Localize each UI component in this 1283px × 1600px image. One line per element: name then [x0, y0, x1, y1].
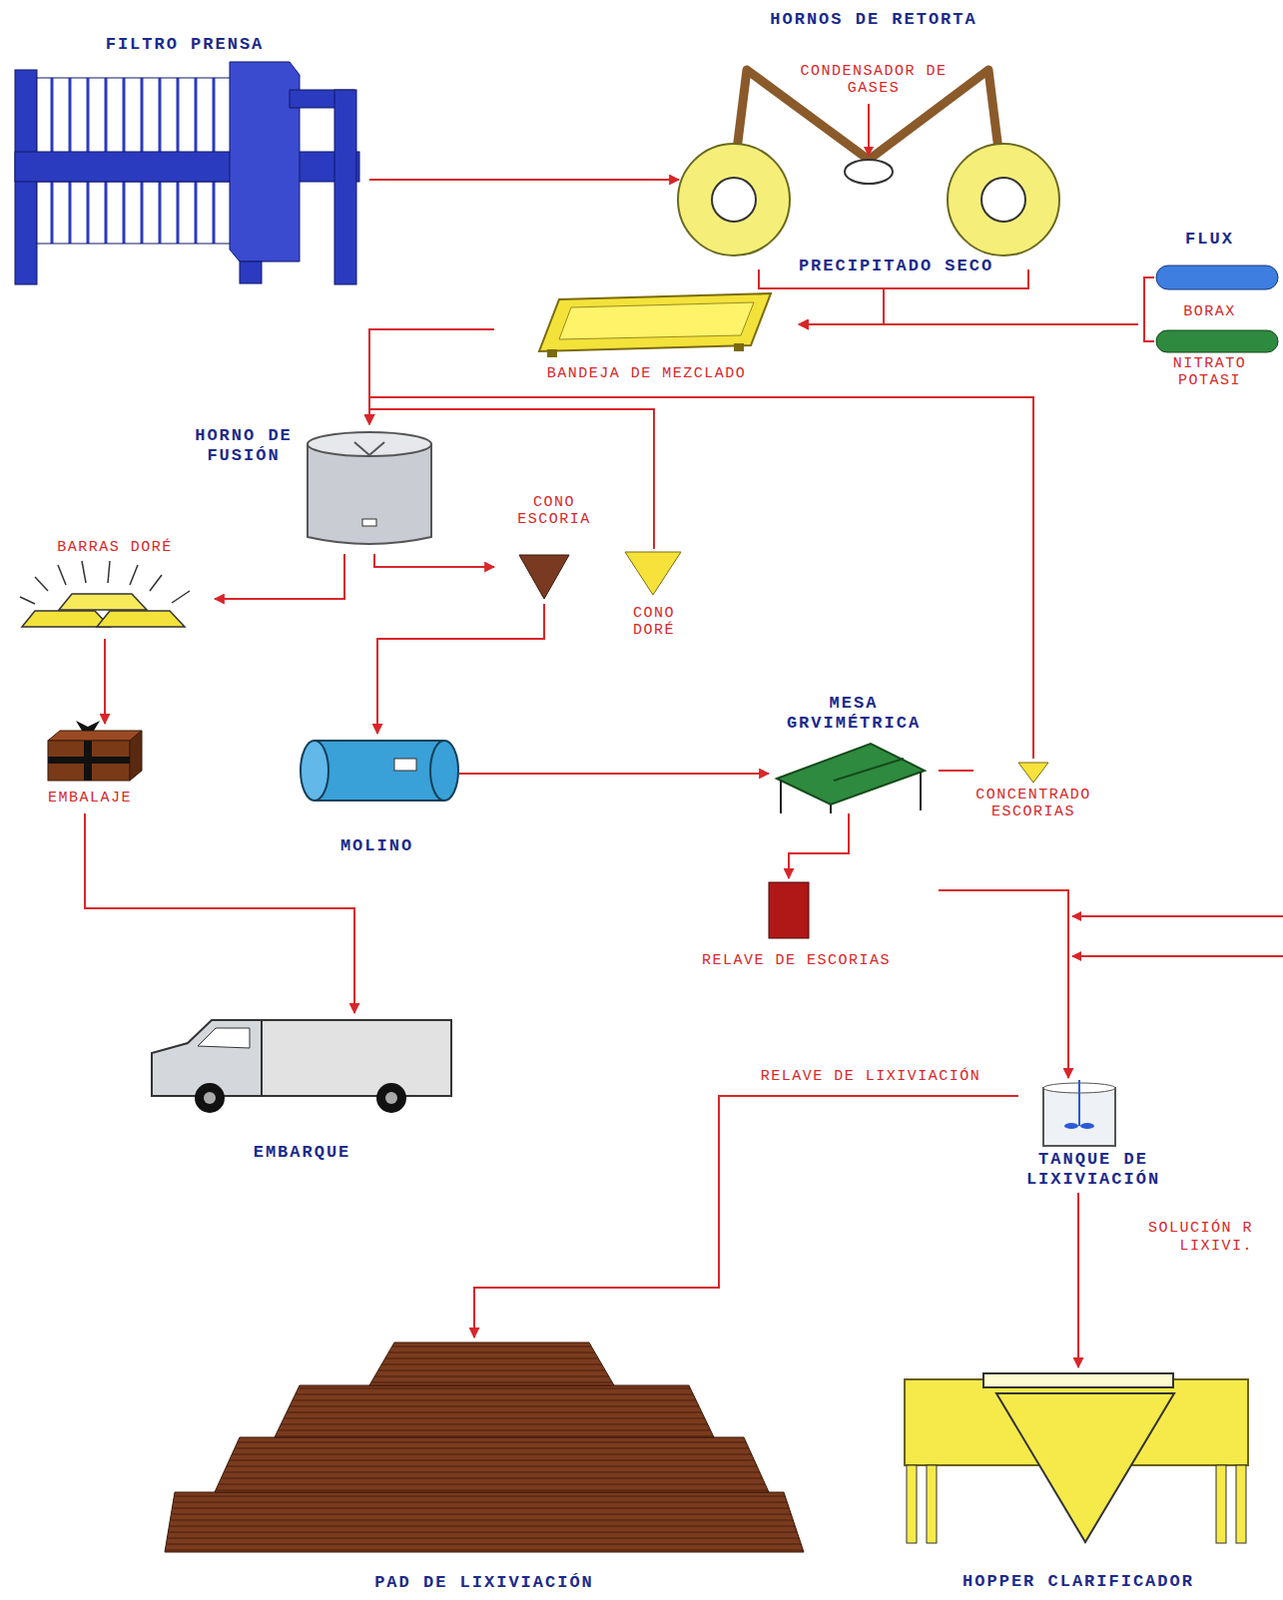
shaking-table: [776, 743, 925, 814]
heap-leach-pad: PAD DE LIXIVIACIÓN: [164, 1337, 804, 1598]
flow-arrow: [459, 772, 769, 775]
flux-supply: FLUX BORAX NITRATO POTASI: [1138, 229, 1282, 410]
melting-furnace: HORNO DE FUSIÓN: [179, 424, 440, 555]
flow-arrow: [938, 890, 1069, 1079]
shipping-truck: EMBARQUE: [144, 1013, 460, 1169]
ball-mill: MOLINO: [294, 733, 460, 864]
node-label: MESA GRVIMÉTRICA: [768, 693, 939, 733]
flow-label: SOLUCIÓN R LIXIVI.: [1086, 1220, 1256, 1257]
mixing-tray: [539, 293, 771, 358]
slag-cone: CONO ESCORIA: [494, 494, 615, 605]
concentrate-cone: [1018, 762, 1049, 783]
flow-arrow: [369, 397, 1034, 759]
flow-arrow: [103, 639, 106, 724]
melting-furnace: [307, 432, 432, 545]
flow-arrow: [214, 554, 345, 600]
node-label: BARRAS DORÉ: [14, 539, 215, 557]
node-label: MOLINO: [294, 836, 460, 857]
node-label: BORAX: [1138, 303, 1282, 321]
dore-bars: BARRAS DORÉ: [14, 539, 215, 640]
shaking-table: MESA GRVIMÉTRICA: [768, 693, 939, 814]
node-label: PRECIPITADO SECO: [768, 256, 1024, 277]
node-label: BANDEJA DE MEZCLADO: [494, 365, 799, 383]
node-label: NITRATO POTASI: [1138, 355, 1282, 391]
node-label: CONO ESCORIA: [494, 494, 615, 530]
node-label: HORNO DE FUSIÓN: [179, 426, 308, 466]
tailings-bin: [768, 882, 809, 939]
ball-mill: [300, 740, 459, 801]
node-label: CONDENSADOR DE GASES: [773, 62, 974, 98]
node-label: FLUX: [1138, 229, 1282, 250]
flow-label: RELAVE DE LIXIVIACIÓN: [723, 1068, 1018, 1087]
flow-arrow: [369, 409, 654, 550]
flow-arrow: [474, 1096, 1019, 1338]
slag-cone: [519, 555, 570, 600]
heap-leach-pad: [164, 1342, 804, 1553]
dore-cone: CONO DORÉ: [614, 549, 694, 654]
flow-arrow: [938, 769, 974, 772]
node-label: RELAVE DE ESCORIAS: [653, 952, 939, 970]
node-label: HORNOS DE RETORTA: [678, 9, 1069, 30]
packing: EMBALAJE: [14, 723, 165, 814]
flow-arrow: [374, 554, 495, 568]
node-label: FILTRO PRENSA: [0, 34, 370, 55]
retort-furnaces: [677, 69, 1060, 289]
slag-concentrate: CONCENTRADO ESCORIAS: [973, 758, 1094, 854]
node-label: CONO DORÉ: [614, 605, 694, 641]
node-label: TANQUE DE LIXIVIACIÓN: [1018, 1150, 1169, 1190]
node-label: EMBARQUE: [144, 1143, 460, 1164]
flow-arrow: [1077, 1193, 1080, 1368]
node-label: CONCENTRADO ESCORIAS: [958, 786, 1109, 822]
clarifier-hopper: [904, 1373, 1249, 1544]
reagent-inputs: [1072, 916, 1283, 957]
retort-furnaces: HORNOS DE RETORTA CONDENSADOR DE GASES PRE…: [678, 4, 1069, 290]
flow-arrow: [788, 813, 849, 879]
filter-press: [14, 61, 360, 285]
leach-tank: [1043, 1080, 1116, 1147]
mixing-tray: BANDEJA DE MEZCLADO: [494, 289, 799, 390]
node-label: HOPPER CLARIFICADOR: [903, 1572, 1254, 1593]
node-label: EMBALAJE: [14, 789, 165, 807]
truck: [151, 1020, 452, 1114]
package: [47, 720, 142, 781]
flow-arrow: [377, 604, 545, 734]
flow-arrow: [798, 323, 1139, 326]
filter-press: FILTRO PRENSA: [0, 29, 370, 290]
node-label: PAD DE LIXIVIACIÓN: [164, 1573, 804, 1594]
dore-cone: [625, 552, 681, 596]
flow-arrow: [84, 813, 355, 1014]
slag-tailings: RELAVE DE ESCORIAS: [653, 878, 939, 979]
flow-arrow: [798, 289, 884, 325]
leach-tank: TANQUE DE LIXIVIACIÓN: [1018, 1078, 1169, 1194]
flow-arrow: [369, 178, 679, 181]
dore-bars: [19, 561, 190, 628]
clarifier-hopper: HOPPER CLARIFICADOR: [903, 1367, 1254, 1598]
